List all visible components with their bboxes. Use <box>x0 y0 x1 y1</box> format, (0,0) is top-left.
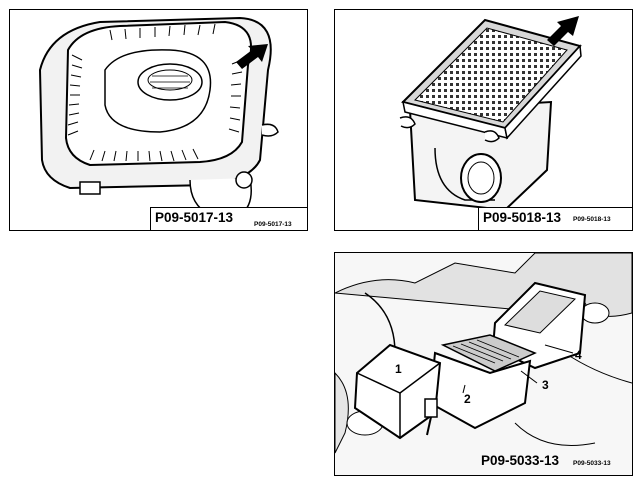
callout-3: 3 <box>542 378 549 392</box>
callout-1: 1 <box>395 362 402 376</box>
callout-2: 2 <box>464 392 471 406</box>
air-cleaner-housing-drawing <box>38 16 279 216</box>
figure-code: P09-5033-13 <box>481 453 560 468</box>
installation-overview-drawing <box>335 253 632 475</box>
figure-code-label: P09-5033-13 <box>477 451 632 475</box>
figure-air-cleaner-housing: P09-5017-13 P09-5017-13 <box>9 9 308 231</box>
figure-code-label: P09-5018-13 <box>478 207 632 230</box>
figure-small-code: P09-5033-13 <box>573 460 611 467</box>
figure-filter-element: P09-5018-13 P09-5018-13 <box>334 9 633 231</box>
figure-installation-overview: 1 2 3 4 P09-5033-13 P09-5033-13 <box>334 252 633 476</box>
figure-small-code: P09-5017-13 <box>254 221 292 228</box>
figure-code: P09-5018-13 <box>483 210 562 225</box>
figure-code-label: P09-5017-13 <box>150 207 307 230</box>
callout-4: 4 <box>575 348 582 362</box>
figure-code: P09-5017-13 <box>155 210 234 225</box>
filter-element-drawing <box>399 16 582 212</box>
figure-small-code: P09-5018-13 <box>573 216 611 223</box>
